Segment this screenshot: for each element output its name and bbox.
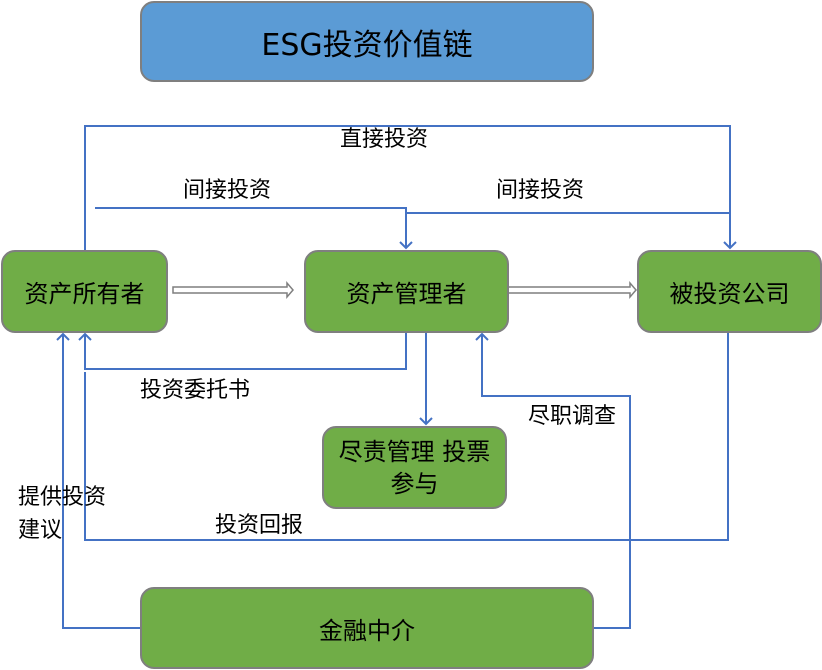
node-asset-manager: 资产管理者: [304, 250, 509, 333]
return-label: 投资回报: [215, 513, 304, 538]
node-investee-label: 被投资公司: [669, 280, 790, 308]
indirect-investment-right-label: 间接投资: [496, 178, 585, 203]
advice-connector: [56, 332, 140, 629]
due-diligence-connector: [475, 332, 631, 629]
mandate-connector: [78, 332, 407, 370]
node-asset-owner-label: 资产所有者: [24, 280, 145, 308]
node-investee: 被投资公司: [637, 250, 822, 333]
direct-investment-label: 直接投资: [340, 127, 429, 152]
title-text: ESG投资价值链: [261, 27, 473, 63]
node-intermediary: 金融中介: [140, 587, 594, 669]
owner-to-manager-arrow: [172, 280, 294, 300]
return-connector: [84, 332, 729, 541]
direct-investment-connector: [84, 125, 737, 250]
node-intermediary-label: 金融中介: [319, 616, 415, 645]
node-asset-owner: 资产所有者: [1, 250, 168, 333]
indirect-investment-left-label: 间接投资: [183, 178, 272, 203]
due-diligence-label: 尽职调查: [528, 404, 617, 429]
node-stewardship-label: 尽责管理 投票 参与: [338, 437, 491, 498]
advice-label: 提供投资 建议: [18, 485, 107, 543]
mandate-label: 投资委托书: [140, 378, 251, 403]
manager-to-investee-arrow: [493, 280, 637, 300]
indirect-investment-left-connector: [95, 207, 413, 250]
node-stewardship: 尽责管理 投票 参与: [322, 426, 507, 509]
node-asset-manager-label: 资产管理者: [346, 280, 467, 308]
title-box: ESG投资价值链: [140, 1, 594, 82]
